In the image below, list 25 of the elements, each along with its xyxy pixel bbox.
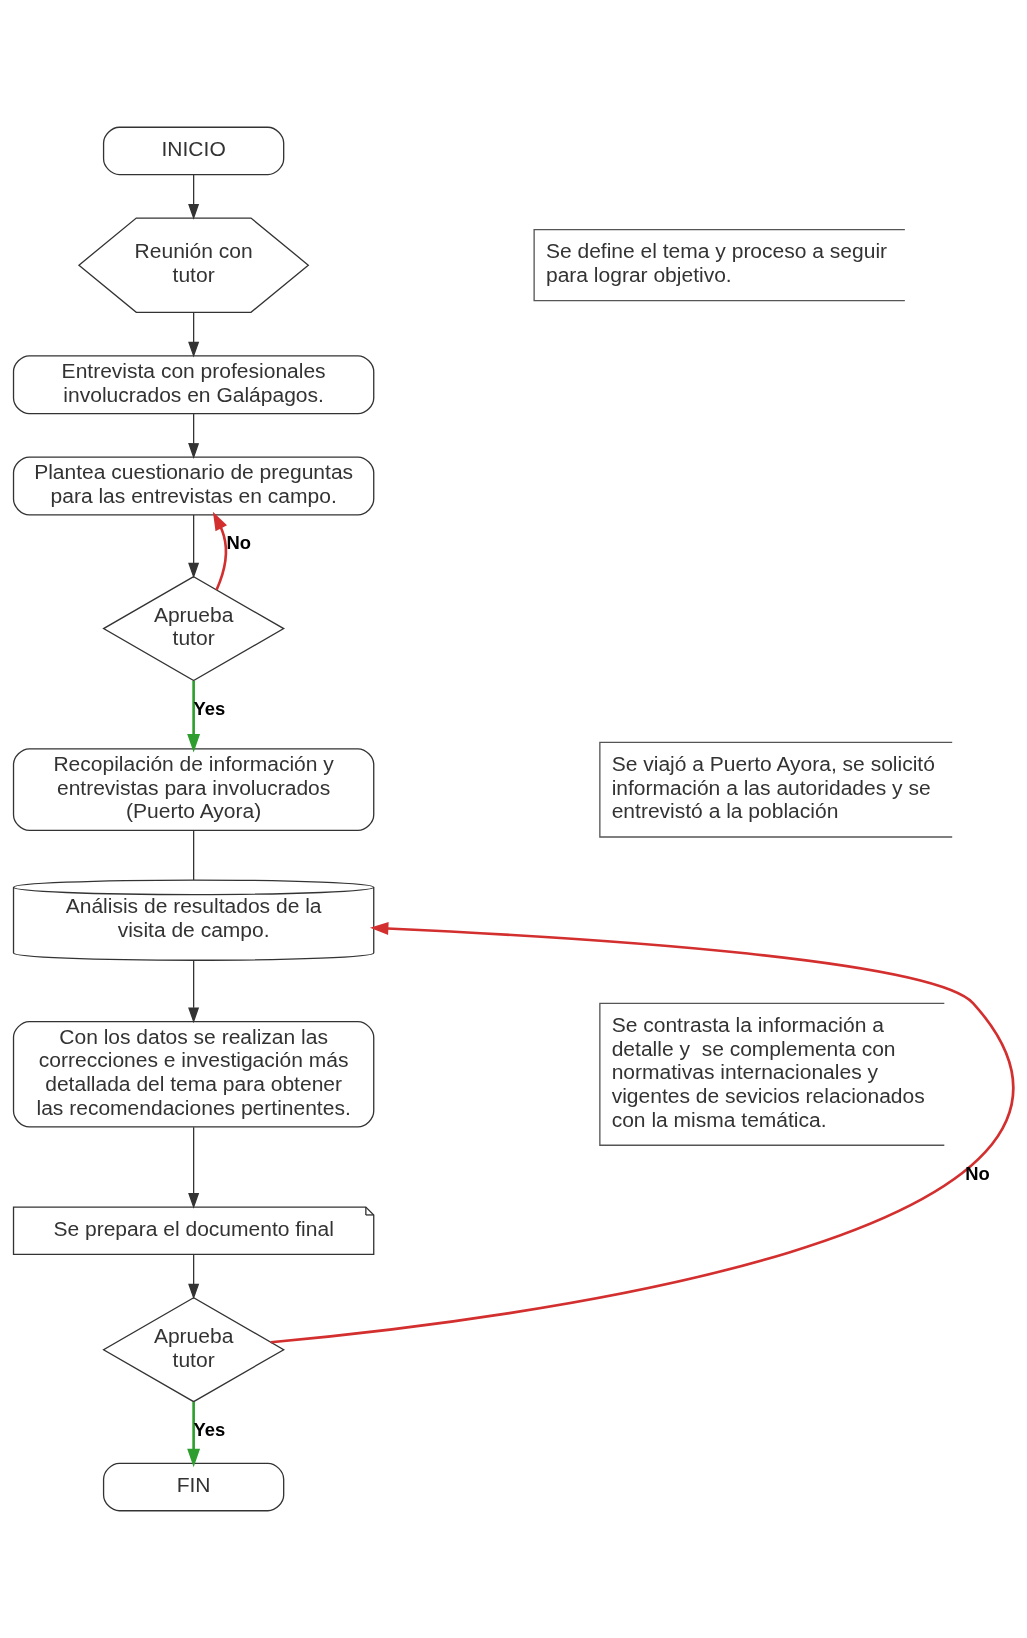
arrow — [188, 311, 200, 358]
node-box: Entrevista con profesionales involucrados en Galápagos. — [12, 355, 375, 415]
edge-label: No — [226, 532, 252, 554]
arrow — [188, 959, 200, 1024]
arrow — [188, 413, 200, 459]
node-box: FIN — [102, 1462, 285, 1512]
connector — [192, 830, 195, 881]
arrow — [188, 1253, 200, 1300]
arrow — [188, 1126, 200, 1209]
node-text: Se viajó a Puerto Ayora, se solicitó información a las autoridades y se entrevistó a la población — [611, 751, 935, 823]
node-box: Recopilación de información y entrevistas para involucrados (Puerto Ayora) — [12, 748, 375, 832]
node-box: Plantea cuestionario de preguntas para las entrevistas en campo. — [12, 456, 375, 516]
node-diamond: Aprueba tutor — [102, 1297, 285, 1403]
arrow — [187, 680, 201, 753]
arrow — [188, 174, 200, 220]
node-diamond: Aprueba tutor — [102, 575, 285, 682]
arrow — [270, 922, 1012, 1344]
node-box: INICIO — [102, 126, 285, 176]
node-text: Se contrasta la información a detalle y se complementa con normativas internacionales y vigentes de sevicios relacionados con la misma temática. — [611, 1012, 925, 1131]
node-text: Se define el tema y proceso a seguir para lograr objetivo. — [545, 239, 888, 287]
arrow — [212, 511, 228, 591]
node-box: Con los datos se realizan las correcciones e investigación más detallada del tema para obtener las recomendaciones pertinentes. — [12, 1021, 375, 1128]
arrow — [187, 1401, 201, 1468]
arrow — [188, 514, 200, 579]
edge-label: No — [965, 1162, 990, 1184]
